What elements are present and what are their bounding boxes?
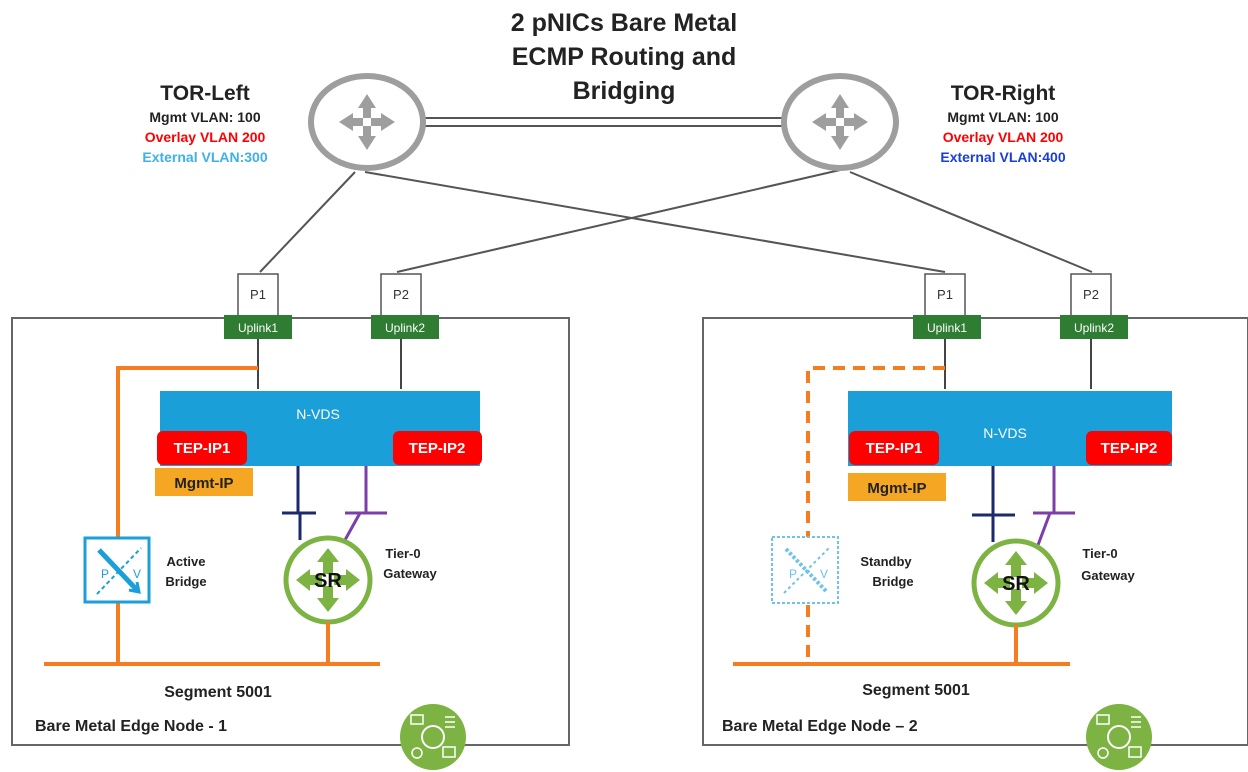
node1-bridge-line1: Active: [166, 554, 205, 569]
diagram-title-line3: Bridging: [573, 77, 676, 105]
tor-left-mgmt-vlan: Mgmt VLAN: 100: [149, 109, 260, 125]
node2-tep-ip2: [1086, 431, 1172, 465]
node2-nvds-label: N-VDS: [983, 425, 1027, 441]
edge-node-1-frame: [11, 317, 570, 746]
node2-uplink1-label: Uplink1: [927, 321, 967, 335]
tor-right-router-icon: [781, 73, 899, 171]
node2-tep-ip2-label: TEP-IP2: [1101, 440, 1158, 457]
tor-right-mgmt-vlan: Mgmt VLAN: 100: [947, 109, 1058, 125]
diagram-title-line1: 2 pNICs Bare Metal: [511, 9, 737, 37]
node1-sr-to-purple: [343, 512, 362, 541]
node1-bridge-p: P: [101, 567, 109, 581]
node1-uplink1: [224, 315, 292, 339]
node2-mgmt-ip: [848, 473, 946, 501]
node1-bridge-v: V: [133, 567, 141, 581]
tor-right-external-vlan: External VLAN:400: [940, 149, 1065, 165]
node1-p1-label: P1: [250, 287, 266, 302]
node1-nvds-label: N-VDS: [296, 406, 340, 422]
node2-bridge-p: P: [789, 567, 797, 581]
node2-bridge-icon: [771, 536, 839, 604]
node2-uplink2: [1060, 315, 1128, 339]
node1-uplink2-label: Uplink2: [385, 321, 425, 335]
edge-node-2: P1 P2 Uplink1 Uplink2 N-VDS TEP-IP1 TEP-…: [702, 273, 1248, 770]
node2-uplink1: [913, 315, 981, 339]
node1-tep-ip2: [393, 431, 482, 465]
node2-p2-label: P2: [1083, 287, 1099, 302]
node1-tier0-line2: Gateway: [383, 566, 437, 581]
node2-mgmt-ip-label: Mgmt-IP: [867, 480, 926, 497]
node2-tep-ip1: [849, 431, 939, 465]
node1-bridge-line2: Bridge: [165, 574, 206, 589]
node2-p1-label: P1: [937, 287, 953, 302]
node2-bridge-path: [806, 366, 945, 537]
node1-bridge-icon: [83, 536, 151, 604]
node1-tep-ip2-label: TEP-IP2: [409, 440, 466, 457]
node1-mgmt-ip-label: Mgmt-IP: [174, 475, 233, 492]
tor-left-name: TOR-Left: [160, 82, 249, 105]
node2-bridge-line1: Standby: [860, 554, 912, 569]
tor-left-router-icon: [308, 73, 426, 171]
node1-p1-port: [237, 273, 279, 317]
node1-uplink2: [371, 315, 439, 339]
link-torright-node1-p2: [396, 169, 841, 273]
link-torleft-node2-p1: [364, 171, 946, 273]
node1-tep-ip1-label: TEP-IP1: [174, 440, 231, 457]
node2-label: Bare Metal Edge Node – 2: [722, 718, 918, 735]
edge-node-2-frame: [702, 317, 1248, 746]
link-torright-node2-p2: [849, 171, 1093, 273]
node2-tier0-line2: Gateway: [1081, 568, 1135, 583]
node2-edge-node-icon: [1086, 704, 1152, 770]
node2-bridge-line2: Bridge: [872, 574, 913, 589]
link-torleft-node1-p1: [259, 171, 356, 273]
node1-p2-label: P2: [393, 287, 409, 302]
node2-sr-to-purple: [1036, 512, 1052, 546]
node1-segment-label: Segment 5001: [164, 684, 272, 701]
node1-tep-ip1: [157, 431, 247, 465]
node1-edge-node-icon: [400, 704, 466, 770]
tor-left-overlay-vlan: Overlay VLAN 200: [145, 129, 266, 145]
node1-p2-port: [380, 273, 422, 317]
node1-mgmt-ip: [155, 468, 253, 496]
node2-bridge-v: V: [820, 567, 828, 581]
edge-node-1: P1 P2 Uplink1 Uplink2 N-VDS TEP-IP1 TEP-…: [11, 273, 570, 770]
node2-tep-ip1-label: TEP-IP1: [866, 440, 923, 457]
tor-left-external-vlan: External VLAN:300: [142, 149, 267, 165]
node1-label: Bare Metal Edge Node - 1: [35, 718, 227, 735]
node2-uplink2-label: Uplink2: [1074, 321, 1114, 335]
node1-uplink1-label: Uplink1: [238, 321, 278, 335]
diagram-title-line2: ECMP Routing and: [512, 43, 737, 71]
tor-right-name: TOR-Right: [951, 82, 1056, 105]
node1-tier0-line1: Tier-0: [385, 546, 420, 561]
node2-sr-label: SR: [1002, 573, 1030, 595]
tor-right-overlay-vlan: Overlay VLAN 200: [943, 129, 1064, 145]
node2-p1-port: [924, 273, 966, 317]
node2-tier0-line1: Tier-0: [1082, 546, 1117, 561]
node1-sr-label: SR: [314, 570, 342, 592]
node2-segment-label: Segment 5001: [862, 682, 970, 699]
